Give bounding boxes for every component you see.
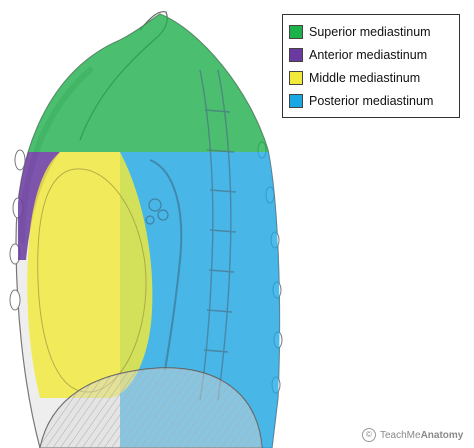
anterior-mediastinum-region (18, 152, 60, 260)
legend-item-superior: Superior mediastinum (289, 20, 453, 43)
vertebral-column (199, 69, 237, 401)
teachmeanatomy-credit: © TeachMeAnatomy (362, 428, 463, 442)
legend-swatch-anterior (289, 47, 303, 62)
legend-box: Superior mediastinum Anterior mediastinu… (282, 14, 460, 118)
legend-label-middle: Middle mediastinum (309, 70, 421, 85)
aorta-outline (149, 159, 183, 371)
copyright-logo-icon: © (362, 428, 376, 442)
legend-item-posterior: Posterior mediastinum (289, 89, 453, 112)
bronchi-rings (145, 198, 169, 225)
credit-suffix: Anatomy (420, 429, 464, 441)
diaphragm (39, 367, 263, 448)
legend-label-posterior: Posterior mediastinum (309, 93, 434, 108)
legend-label-superior: Superior mediastinum (309, 24, 431, 39)
legend-swatch-superior (289, 24, 303, 39)
legend-swatch-posterior (289, 93, 303, 108)
middle-mediastinum-region (27, 152, 153, 398)
credit-prefix: TeachMe (380, 429, 421, 441)
legend-item-anterior: Anterior mediastinum (289, 43, 453, 66)
legend-label-anterior: Anterior mediastinum (309, 47, 428, 62)
legend-item-middle: Middle mediastinum (289, 66, 453, 89)
legend-swatch-middle (289, 70, 303, 85)
credit-text: TeachMeAnatomy (380, 430, 463, 441)
superior-mediastinum-region (16, 14, 280, 152)
